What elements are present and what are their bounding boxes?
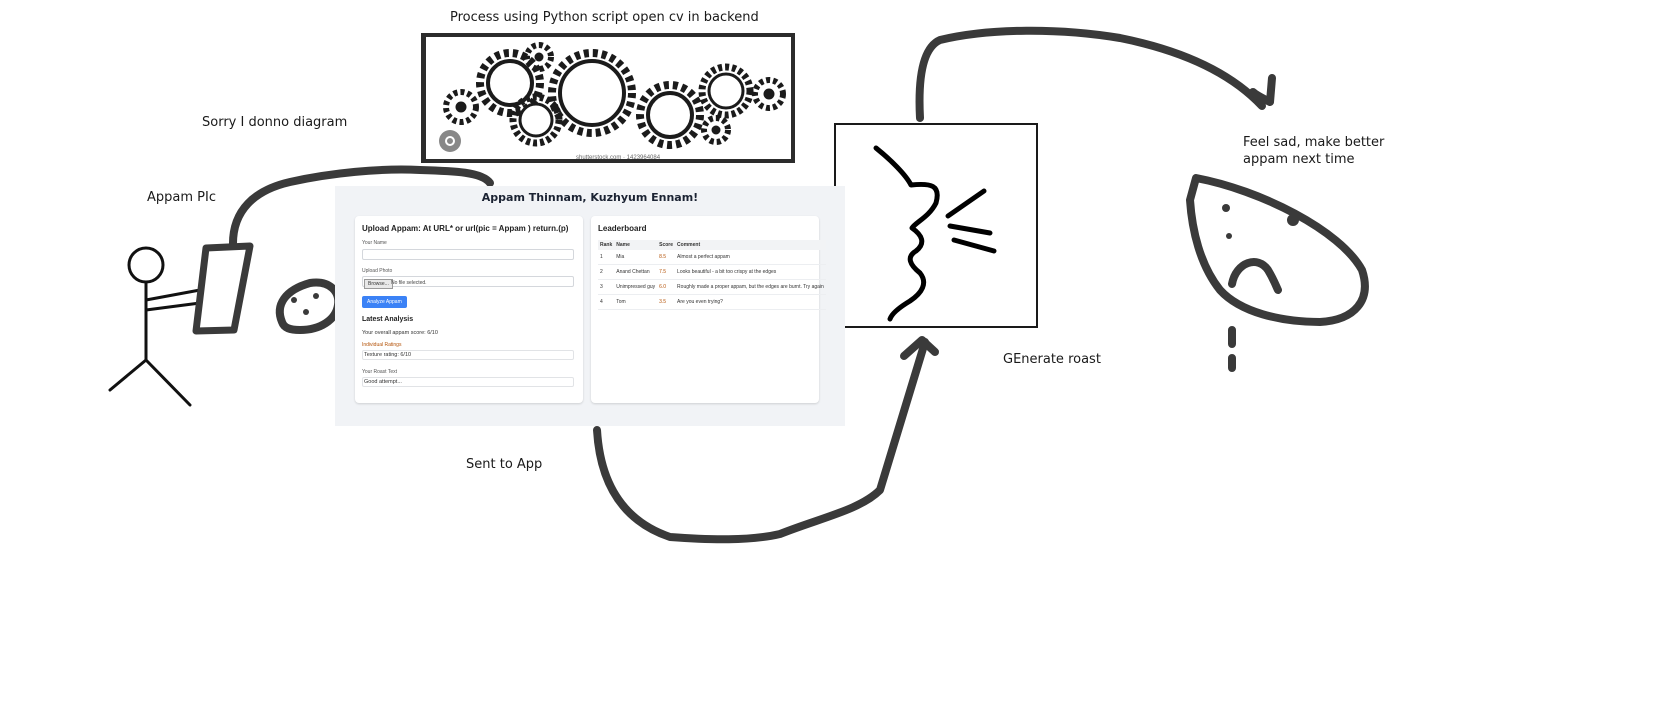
rank-cell: 4: [598, 294, 615, 310]
sad-face-outline: [1186, 174, 1369, 326]
roast-field: [362, 377, 574, 387]
score-cell: 8.5: [657, 250, 676, 265]
leaderboard-card: Leaderboard Rank Name Score Comment 1 Mi…: [591, 216, 826, 403]
score-text: Your overall appam score: 6/10: [362, 330, 438, 336]
table-row: 1 Mia 8.5 Almost a perfect appam: [598, 250, 826, 265]
arrow-roast-to-sad: [915, 26, 1266, 122]
table-row: 4 Tom 3.5 Are you even trying?: [598, 294, 826, 310]
app-screenshot: Appam Thinnam, Kuzhyum Ennam! Upload App…: [335, 186, 845, 426]
caption-generate-roast: GEnerate roast: [1003, 352, 1101, 367]
roast-label: Your Roast Text: [362, 369, 398, 375]
name-cell: Mia: [614, 250, 658, 265]
appam-blob: [275, 278, 343, 334]
name-input[interactable]: [362, 249, 574, 260]
choose-file-button[interactable]: Browse...: [364, 279, 393, 289]
table-row: 3 Unimpressed guy 6.0 Roughly made a pro…: [598, 279, 826, 295]
photo-label: Upload Photo: [362, 268, 393, 274]
gears-icon: [439, 42, 786, 152]
analyze-button[interactable]: Analyze Appam: [362, 296, 407, 308]
arrow-pic-to-app: [228, 165, 494, 250]
name-label: Your Name: [362, 240, 387, 246]
aspects-label: Individual Ratings: [362, 342, 402, 348]
col-score: Score: [657, 240, 676, 250]
score-cell: 3.5: [657, 294, 676, 310]
stick-figure: [108, 246, 202, 407]
score-cell: 7.5: [657, 264, 676, 280]
name-cell: Unimpressed guy: [614, 279, 658, 295]
col-rank: Rank: [598, 240, 615, 250]
aspects-field: [362, 350, 574, 360]
comment-cell: Roughly made a proper appam, but the edg…: [675, 279, 826, 295]
comment-cell: Almost a perfect appam: [675, 250, 826, 265]
speaking-face-image: [834, 123, 1038, 328]
photo-input[interactable]: [362, 276, 574, 287]
image-watermark: shutterstock.com · 1423964084: [576, 155, 661, 161]
result-heading: Latest Analysis: [362, 316, 414, 323]
caption-sent-to-app: Sent to App: [466, 457, 543, 472]
comment-cell: Looks beautiful - a bit too crispy at th…: [675, 264, 826, 280]
name-cell: Anand Chettan: [614, 264, 658, 280]
col-comment: Comment: [675, 240, 826, 250]
upload-card: Upload Appam: At URL* or url(pic = Appam…: [355, 216, 583, 403]
score-cell: 6.0: [657, 279, 676, 295]
roast-value: Good attempt...: [364, 379, 402, 385]
table-row: 2 Anand Chettan 7.5 Looks beautiful - a …: [598, 264, 826, 280]
col-name: Name: [614, 240, 658, 250]
phone-sketch: [192, 242, 254, 335]
rank-cell: 2: [598, 264, 615, 280]
speaking-head-icon: [873, 145, 997, 322]
no-file-text: No file selected.: [391, 280, 427, 286]
leaderboard-table: Rank Name Score Comment 1 Mia 8.5 Almost…: [598, 240, 826, 310]
rank-cell: 1: [598, 250, 615, 265]
caption-appam-pic: Appam PIc: [147, 190, 216, 205]
leaderboard-title: Leaderboard: [598, 224, 647, 233]
name-cell: Tom: [614, 294, 658, 310]
caption-feel-sad: Feel sad, make better appam next time: [1243, 135, 1385, 167]
gears-image: shutterstock.com · 1423964084: [421, 33, 795, 163]
upload-title: Upload Appam: At URL* or url(pic = Appam…: [362, 224, 569, 233]
caption-apology: Sorry I donno diagram: [202, 115, 348, 130]
comment-cell: Are you even trying?: [675, 294, 826, 310]
arrow-app-to-roast: [593, 338, 929, 544]
aspects-value: Texture rating: 6/10: [364, 352, 412, 358]
caption-gears: Process using Python script open cv in b…: [450, 10, 759, 25]
rank-cell: 3: [598, 279, 615, 295]
app-title: Appam Thinnam, Kuzhyum Ennam!: [481, 191, 699, 204]
